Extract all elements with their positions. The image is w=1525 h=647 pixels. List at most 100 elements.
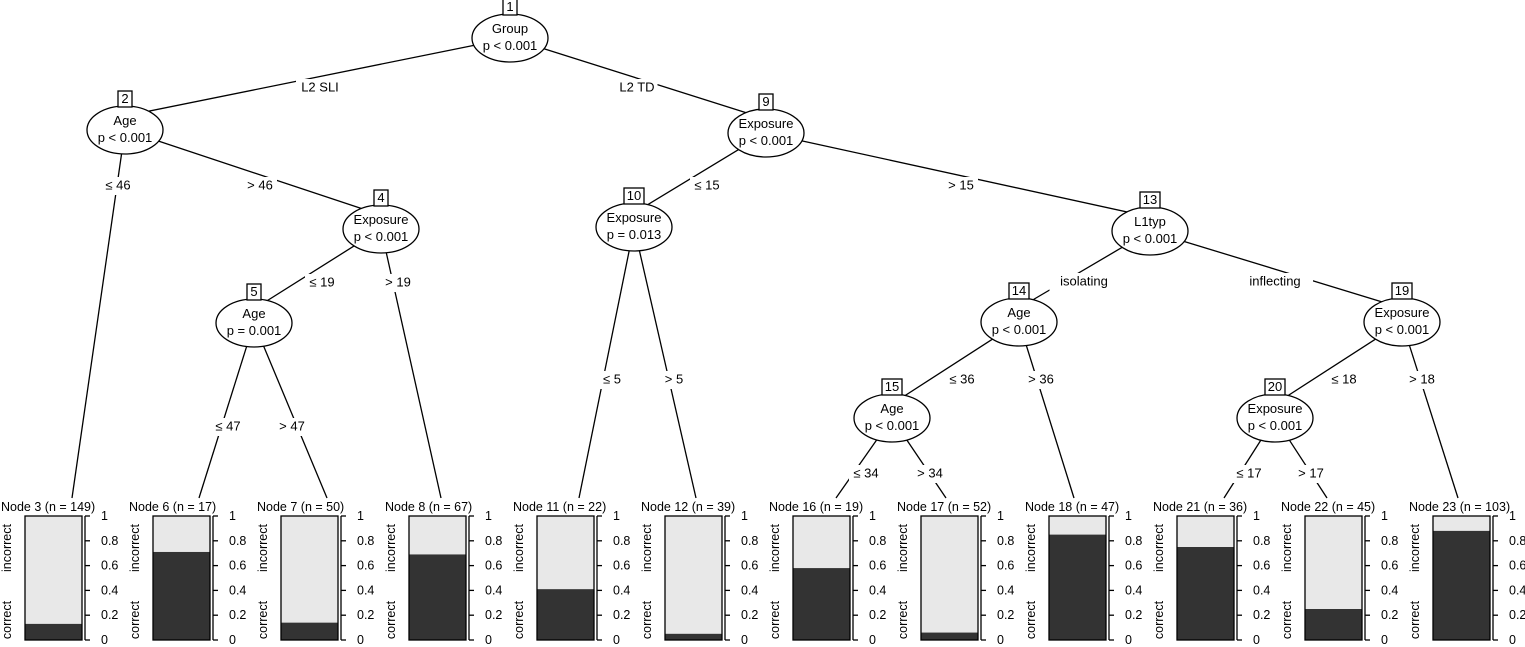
leaf-category-incorrect: incorrect	[1280, 524, 1294, 572]
leaf-axis-tick-label: 0.6	[869, 559, 886, 573]
leaf-axis-tick-label: 0.6	[485, 559, 502, 573]
edge-label-bg	[944, 177, 978, 195]
leaf-axis-tick-label: 0.6	[229, 559, 246, 573]
leaf-title-bg	[1, 500, 113, 514]
leaf-category-correct: correct	[128, 600, 142, 639]
leaf-axis-tick-label: 0	[997, 633, 1004, 647]
node-id-label: 15	[885, 379, 899, 394]
node-pvalue-label: p < 0.001	[98, 130, 153, 145]
leaf-axis-tick-label: 0.6	[1125, 559, 1142, 573]
node-pvalue-label: p < 0.001	[354, 229, 409, 244]
node-pvalue-label: p < 0.001	[865, 418, 920, 433]
leaf-category-incorrect: incorrect	[1024, 524, 1038, 572]
leaf-axis-tick-label: 0.2	[869, 608, 886, 622]
bar-incorrect	[409, 516, 466, 555]
leaf-title: Node 11 (n = 22)	[513, 500, 606, 514]
edge-label-19-23: > 18	[1409, 371, 1435, 386]
leaf-axis-tick-label: 0.6	[1509, 559, 1525, 573]
leaf-axis-tick-label: 0.2	[101, 608, 118, 622]
bar-correct	[25, 623, 82, 640]
leaf-axis-tick-label: 0.6	[1381, 559, 1398, 573]
leaf-axis-tick-label: 0.4	[869, 583, 886, 597]
leaf-axis-tick-label: 0	[613, 633, 620, 647]
leaf-title-bg	[129, 500, 241, 514]
edge-4-8	[385, 252, 442, 499]
edge-label-bg	[616, 79, 658, 97]
edge-label-bg	[1049, 273, 1119, 291]
bar-incorrect	[25, 516, 82, 624]
leaf-axis-tick-label: 0.2	[1381, 608, 1398, 622]
node-id-label: 1	[506, 0, 513, 14]
leaf-axis-tick-label: 0.2	[229, 608, 246, 622]
leaf-axis-tick-label: 0.6	[1253, 559, 1270, 573]
leaf-category-correct: correct	[1280, 600, 1294, 639]
bar-frame	[792, 515, 851, 641]
bar-correct	[153, 551, 210, 640]
leaf-axis-tick-label: 0.8	[101, 534, 118, 548]
bar-incorrect	[1305, 516, 1362, 609]
edge-label-9-10: ≤ 15	[694, 177, 719, 192]
node-pvalue-label: p = 0.013	[607, 227, 662, 242]
bar-frame	[1048, 515, 1107, 641]
edge-label-bg	[1237, 273, 1313, 291]
leaf-axis-tick-label: 0	[1253, 633, 1260, 647]
leaf-title-bg	[641, 500, 753, 514]
node-id-label: 10	[627, 188, 641, 203]
leaf-node-12: Node 12 (n = 39)00.20.40.60.81correctinc…	[640, 500, 758, 647]
bar-frame	[920, 515, 979, 641]
node-id-label: 4	[377, 190, 384, 205]
node-id-label: 13	[1143, 192, 1157, 207]
leaf-category-incorrect: incorrect	[256, 524, 270, 572]
edge-label-2-4: > 46	[247, 177, 273, 192]
leaf-axis-tick-label: 0.2	[741, 608, 758, 622]
edge-label-bg	[296, 79, 344, 97]
leaf-node-17: Node 17 (n = 52)00.20.40.60.81correctinc…	[896, 500, 1014, 647]
node-variable-label: Exposure	[1375, 305, 1430, 320]
leaf-axis-tick-label: 0.8	[1509, 534, 1525, 548]
edge-label-4-8: > 19	[385, 274, 411, 289]
edge-label-bg	[1294, 465, 1328, 483]
leaf-title-bg	[257, 500, 369, 514]
leaf-axis-tick-label: 1	[741, 509, 748, 523]
edge-label-1-2: L2 SLI	[301, 79, 339, 94]
leaf-axis-tick-label: 0.4	[357, 583, 374, 597]
leaf-axis-tick-label: 0.6	[997, 559, 1014, 573]
leaf-axis-tick-label: 0.4	[229, 583, 246, 597]
edge-label-15-16: ≤ 34	[853, 465, 878, 480]
leaf-axis-tick-label: 1	[1381, 509, 1388, 523]
leaf-axis-tick-label: 0.6	[357, 559, 374, 573]
node-id-label: 14	[1012, 283, 1026, 298]
node-pvalue-label: p < 0.001	[1123, 231, 1178, 246]
leaf-axis-tick-label: 0.4	[1253, 583, 1270, 597]
leaf-node-16: Node 16 (n = 19)00.20.40.60.81correctinc…	[768, 500, 886, 647]
leaf-title: Node 18 (n = 47)	[1025, 500, 1119, 514]
leaf-category-incorrect: incorrect	[128, 524, 142, 572]
node-id-box	[1139, 191, 1161, 209]
leaf-category-correct: correct	[640, 600, 654, 639]
leaf-axis-tick-label: 0	[1509, 633, 1516, 647]
edge-label-19-20: ≤ 18	[1331, 371, 1356, 386]
leaf-category-correct: correct	[768, 600, 782, 639]
node-id-box	[1264, 378, 1286, 396]
leaf-axis-tick-label: 0.4	[997, 583, 1014, 597]
bar-frame	[536, 515, 595, 641]
edge-label-bg	[275, 418, 309, 436]
edge-14-15	[891, 338, 993, 405]
node-id-label: 9	[762, 94, 769, 109]
leaf-axis-tick-label: 0.4	[1381, 583, 1398, 597]
edge-label-13-19: inflecting	[1249, 273, 1300, 288]
edge-label-10-12: > 5	[665, 371, 683, 386]
node-id-box	[881, 378, 903, 396]
edge-label-13-14: isolating	[1060, 273, 1108, 288]
bar-incorrect	[1177, 516, 1234, 547]
leaf-title-bg	[513, 500, 625, 514]
leaf-category-incorrect: incorrect	[640, 524, 654, 572]
edge-label-bg	[1024, 371, 1058, 389]
node-variable-label: Exposure	[1248, 401, 1303, 416]
